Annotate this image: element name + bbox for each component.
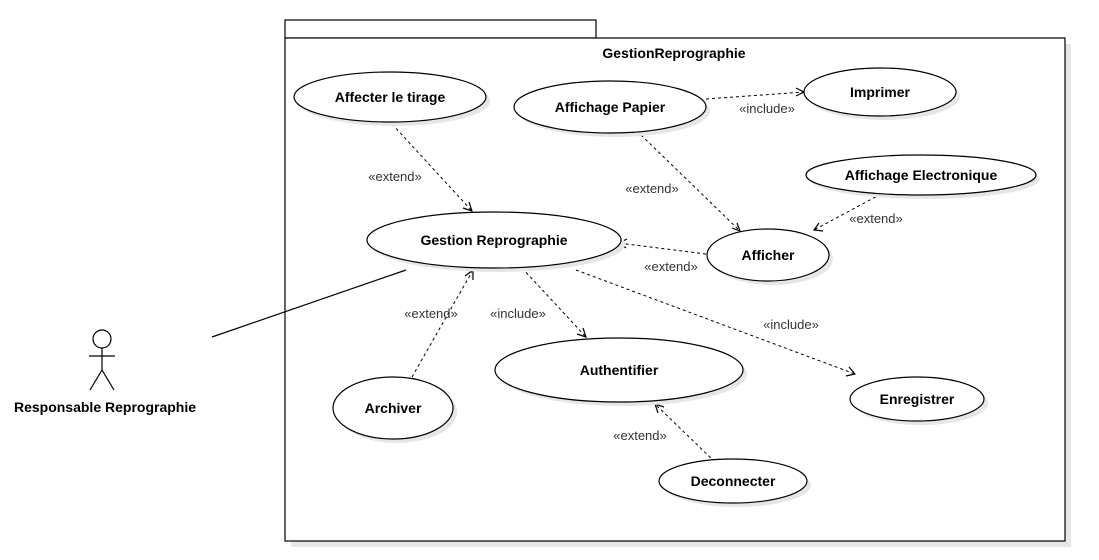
dependency-affecter-gestion: «extend»: [368, 123, 473, 212]
dependency-gestion-authentifier: «include»: [490, 267, 587, 338]
actor-label: Responsable Reprographie: [14, 399, 196, 415]
use-case-deconnecter[interactable]: Deconnecter: [658, 458, 811, 507]
use-case-affichage-papier[interactable]: Affichage Papier: [513, 80, 710, 137]
stereotype-label: «extend»: [644, 259, 698, 274]
actor-responsable[interactable]: Responsable Reprographie: [14, 329, 196, 415]
stereotype-label: «extend»: [613, 428, 667, 443]
use-case-label: Authentifier: [580, 362, 659, 378]
package-tab: [284, 19, 597, 39]
use-case-label: Affichage Papier: [555, 99, 666, 115]
stereotype-label: «extend»: [849, 211, 903, 226]
package-title: GestionReprographie: [602, 45, 745, 61]
stereotype-label: «include»: [763, 317, 819, 332]
use-case-enregistrer[interactable]: Enregistrer: [849, 376, 988, 425]
use-case-authentifier[interactable]: Authentifier: [494, 337, 747, 406]
use-case-affecter-le-tirage[interactable]: Affecter le tirage: [293, 71, 490, 126]
actor-right-leg: [101, 369, 115, 391]
stereotype-label: «extend»: [368, 169, 422, 184]
dependency-gestion-enregistrer: «include»: [575, 269, 857, 377]
stereotype-label: «include»: [490, 306, 546, 321]
use-case-label: Afficher: [742, 247, 795, 263]
use-case-imprimer[interactable]: Imprimer: [803, 67, 960, 120]
use-case-label: Gestion Reprographie: [420, 232, 567, 248]
stereotype-label: «include»: [739, 101, 795, 116]
association-line: [211, 269, 407, 338]
use-case-afficher[interactable]: Afficher: [706, 228, 833, 285]
use-case-affichage-electronique[interactable]: Affichage Electronique: [805, 154, 1040, 199]
use-case-label: Affichage Electronique: [845, 167, 998, 183]
actor-head: [92, 329, 112, 349]
use-case-gestion-reprographie[interactable]: Gestion Reprographie: [366, 211, 625, 272]
actor-left-leg: [89, 369, 103, 391]
stereotype-label: «extend»: [404, 306, 458, 321]
use-case-archiver[interactable]: Archiver: [332, 376, 457, 443]
dependency-electronique-afficher: «extend»: [812, 193, 903, 232]
use-case-label: Affecter le tirage: [335, 89, 446, 105]
dependency-archiver-gestion: «extend»: [404, 268, 474, 378]
use-case-label: Archiver: [365, 400, 422, 416]
use-case-label: Imprimer: [850, 84, 910, 100]
use-case-label: Enregistrer: [880, 391, 955, 407]
stereotype-label: «extend»: [625, 181, 679, 196]
dependency-papier-afficher: «extend»: [625, 134, 742, 233]
use-case-label: Deconnecter: [691, 473, 776, 489]
